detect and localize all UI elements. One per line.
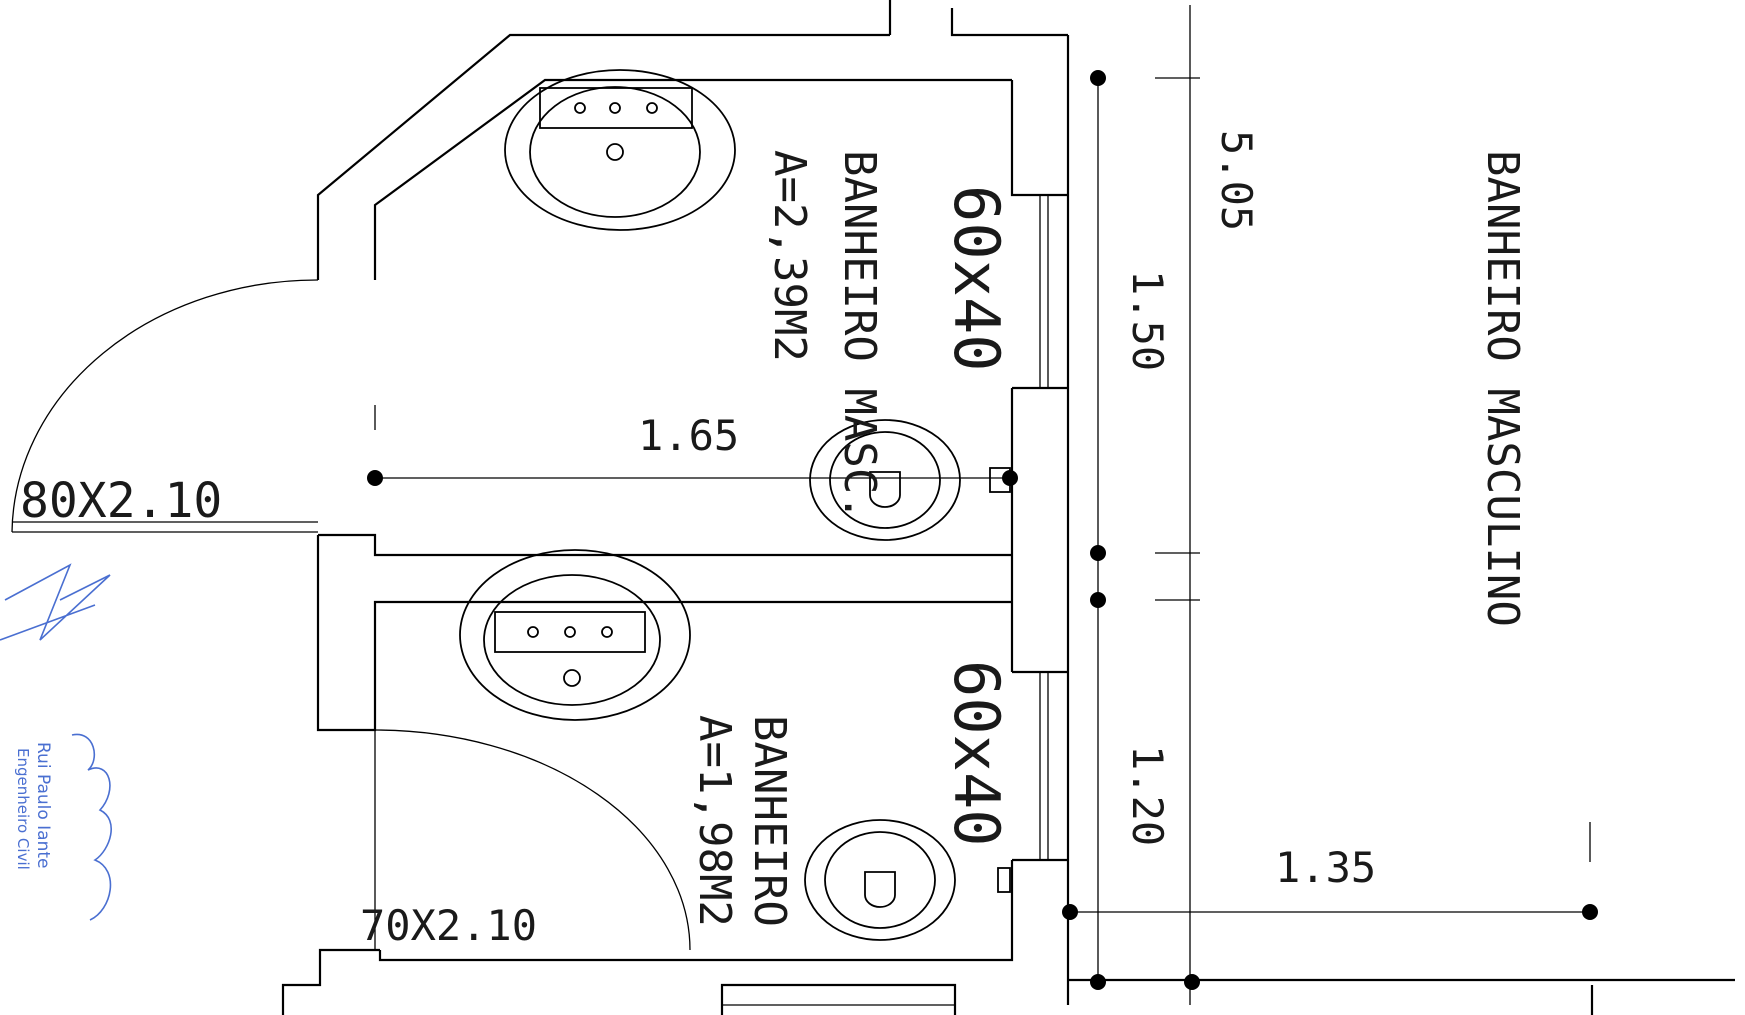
toilet-upper: [809, 419, 1011, 541]
sink-upper: [504, 69, 736, 231]
dimension-wc1-width: 1.65: [638, 411, 739, 460]
door-2-label: 70X2.10: [360, 901, 537, 950]
door-2: [374, 729, 691, 951]
signature-title: Engenheiro Civil: [14, 748, 32, 870]
door-1: [11, 279, 319, 533]
labels: BANHEIRO MASC. A=2,39M2 BANHEIRO A=1,98M…: [14, 130, 1528, 950]
window-2-label: 60x40: [940, 660, 1013, 847]
main-room-name: BANHEIRO MASCULINO: [1477, 150, 1528, 627]
window-1: [1039, 195, 1049, 388]
dimension-total: 5.05: [1212, 130, 1261, 231]
sink-lower: [459, 549, 691, 721]
dimension-main-width: 1.35: [1275, 843, 1376, 892]
wc1-name: BANHEIRO MASC.: [834, 150, 885, 521]
dimension-lines: [367, 70, 1598, 990]
door-1-label: 80X2.10: [20, 473, 222, 529]
window-2: [1039, 672, 1049, 860]
wc1-area: A=2,39M2: [764, 150, 815, 362]
dimension-upper: 1.50: [1123, 270, 1172, 371]
wc2-area: A=1,98M2: [689, 715, 740, 927]
wc2-name: BANHEIRO: [744, 715, 795, 927]
toilet-lower: [804, 819, 1011, 941]
window-1-label: 60x40: [940, 185, 1013, 372]
signature-name: Rui Paulo Iante: [33, 742, 53, 869]
signature-scribble: [0, 563, 112, 921]
dimension-lower: 1.20: [1123, 745, 1172, 846]
walls: [281, 0, 1735, 1015]
